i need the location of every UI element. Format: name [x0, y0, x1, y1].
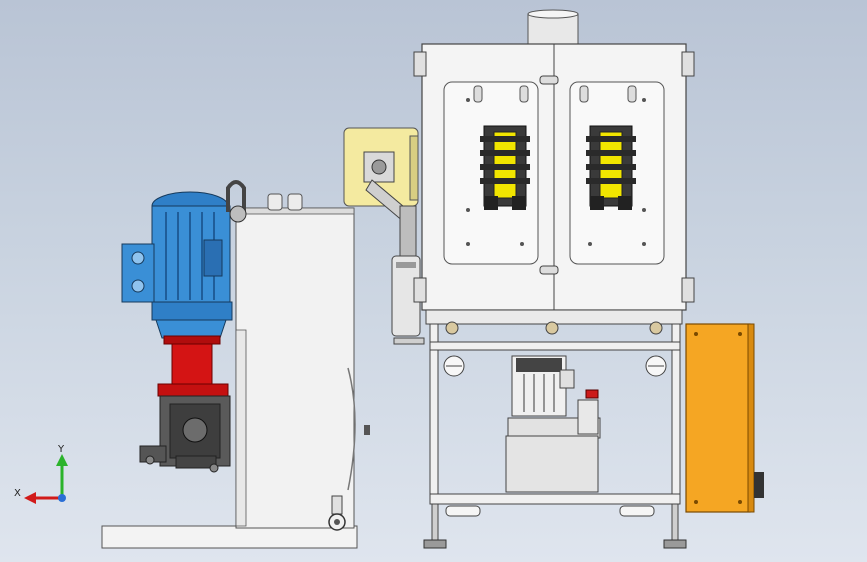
orange-side-housing [685, 323, 764, 513]
leveling-feet [423, 503, 687, 549]
red-coupling-housing [157, 335, 229, 397]
drain-valve [328, 495, 346, 531]
coordinate-triad: Y X [14, 444, 68, 504]
hydraulic-tank [505, 417, 601, 493]
pressure-gauge-valve [577, 389, 599, 435]
valve-block-right [586, 125, 636, 210]
lifting-eye-bolt [226, 180, 247, 223]
valve-block-left [480, 125, 530, 210]
x-axis-label: X [14, 488, 21, 499]
yellow-junction-box [343, 127, 419, 207]
articulated-arm [365, 179, 425, 345]
mounting-bolts [267, 193, 303, 211]
hydraulic-pump [139, 395, 231, 473]
machine-base-left [101, 207, 370, 549]
small-motor [511, 355, 575, 417]
y-axis-label: Y [57, 444, 65, 455]
blue-electric-motor [121, 191, 233, 339]
